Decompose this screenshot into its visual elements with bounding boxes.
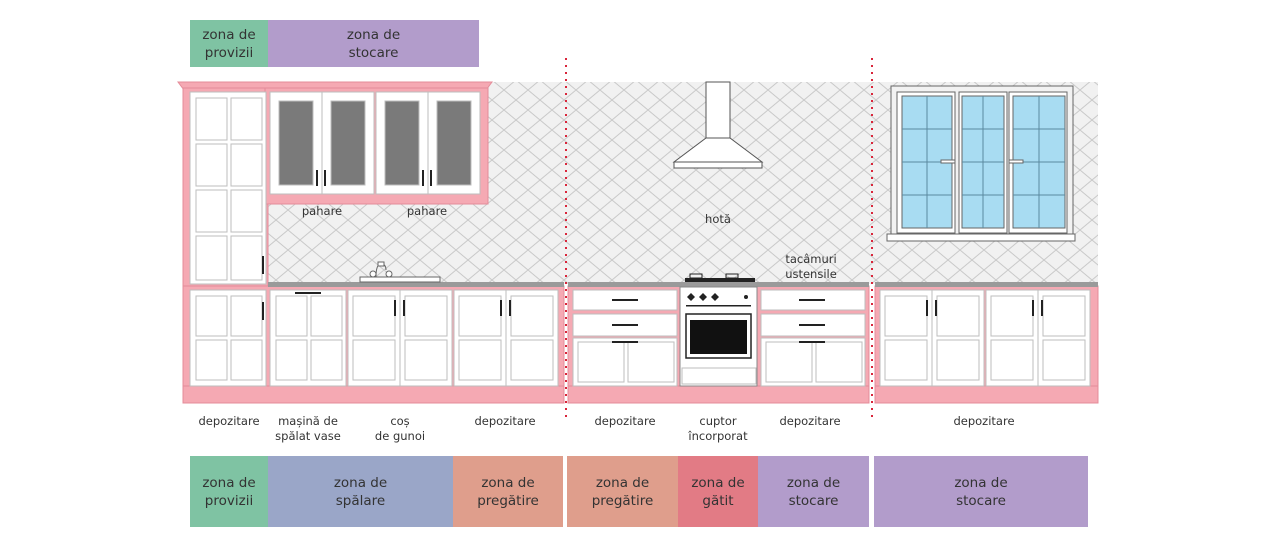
base-cabinets-right xyxy=(879,289,1091,387)
top-zone-provizii: zona de provizii xyxy=(190,20,268,67)
drawer-stacks xyxy=(572,289,866,387)
zone-dividers xyxy=(565,58,873,420)
tall-pantry-cabinet xyxy=(189,91,267,387)
top-zone-stocare: zona de stocare xyxy=(268,20,479,67)
label-pahare-left: pahare xyxy=(301,204,343,218)
window xyxy=(886,85,1076,242)
bottom-zone-pregatire-left: zona de pregătire xyxy=(453,456,563,527)
label-depozitare-mid-right: depozitare xyxy=(779,414,841,428)
label-depozitare-mid-left: depozitare xyxy=(594,414,656,428)
label-depozitare-right: depozitare xyxy=(953,414,1015,428)
label-depozitare-pantry: depozitare xyxy=(198,414,260,428)
label-tacamuri: tacâmuri ustensile xyxy=(785,252,837,281)
base-cabinets-left xyxy=(269,289,559,387)
label-cos-gunoi: coș de gunoi xyxy=(374,414,426,443)
built-in-oven xyxy=(679,273,758,387)
bottom-zone-provizii: zona de provizii xyxy=(190,456,268,527)
label-depozitare-left: depozitare xyxy=(474,414,536,428)
bottom-zone-gatit: zona de gătit xyxy=(678,456,758,527)
wall-glass-cabinets xyxy=(269,91,481,195)
countertop xyxy=(268,282,1098,287)
bottom-zone-stocare-mid: zona de stocare xyxy=(758,456,869,527)
label-hota: hotă xyxy=(705,212,731,226)
sink-faucet xyxy=(359,261,441,283)
range-hood xyxy=(672,81,764,169)
label-pahare-right: pahare xyxy=(406,204,448,218)
label-cuptor: cuptor încorporat xyxy=(688,414,748,443)
label-masina-spalat-vase: mașină de spălat vase xyxy=(275,414,341,443)
bottom-zone-stocare-right: zona de stocare xyxy=(874,456,1088,527)
bottom-zone-pregatire-mid: zona de pregătire xyxy=(567,456,678,527)
bottom-zone-spalare: zona de spălare xyxy=(268,456,453,527)
